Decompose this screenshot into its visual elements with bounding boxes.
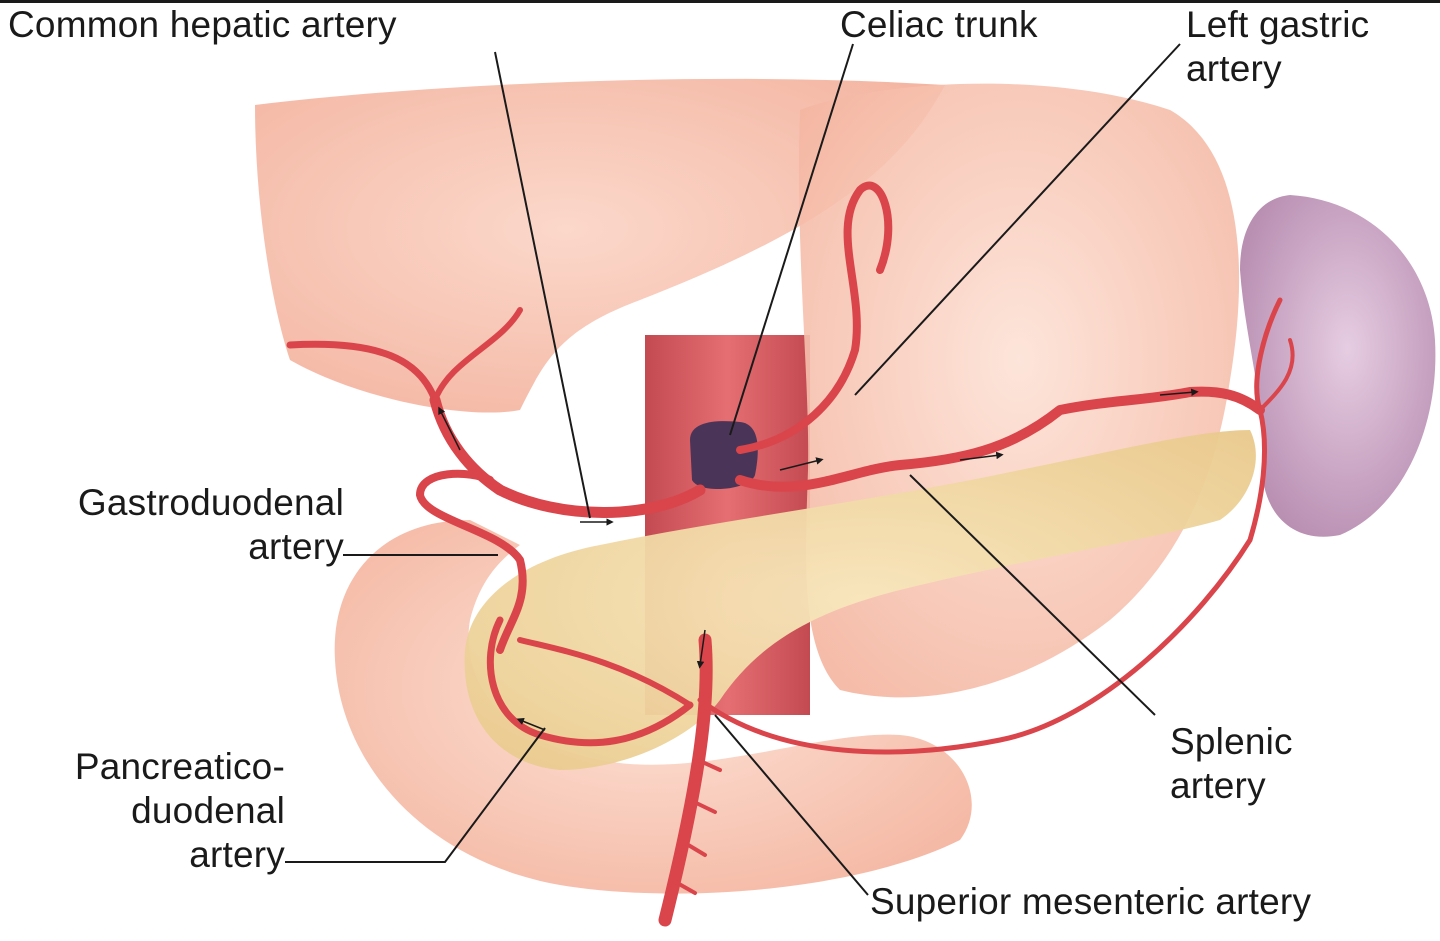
label-common-hepatic-artery: Common hepatic artery — [8, 4, 397, 45]
artery-network — [286, 181, 1295, 927]
label-line: Gastroduodenal — [77, 482, 344, 523]
top-border — [0, 0, 1440, 3]
spleen — [1240, 195, 1436, 537]
label-line: artery — [1170, 765, 1266, 806]
label-line: artery — [189, 834, 285, 875]
duodenum — [334, 520, 972, 894]
leader-splenic — [909, 474, 1156, 716]
leader-lines — [285, 43, 1181, 896]
leader-pancreaticoduodenal — [285, 727, 546, 863]
flow-arrows — [438, 388, 1199, 731]
label-gastroduodenal-artery: Gastroduodenal artery — [78, 481, 344, 569]
label-line: Pancreatico- — [74, 746, 285, 787]
celiac-trunk — [690, 421, 758, 490]
pancreas — [464, 430, 1256, 770]
leader-common-hepatic — [494, 51, 591, 519]
label-line: Left gastric — [1186, 4, 1370, 45]
label-line: artery — [248, 526, 344, 567]
label-superior-mesenteric-artery: Superior mesenteric artery — [870, 881, 1312, 922]
label-splenic-artery: Splenic artery — [1170, 720, 1293, 808]
leader-left-gastric — [854, 43, 1181, 396]
label-line: artery — [1186, 48, 1282, 89]
leader-sma — [714, 714, 869, 896]
label-left-gastric-artery: Left gastric artery — [1186, 3, 1369, 91]
label-line: duodenal — [131, 790, 285, 831]
label-line: Splenic — [1170, 721, 1293, 762]
leader-celiac — [729, 43, 854, 436]
label-celiac-trunk: Celiac trunk — [840, 4, 1038, 45]
liver — [255, 78, 945, 413]
label-pancreaticoduodenal-artery: Pancreatico- duodenal artery — [75, 745, 285, 877]
